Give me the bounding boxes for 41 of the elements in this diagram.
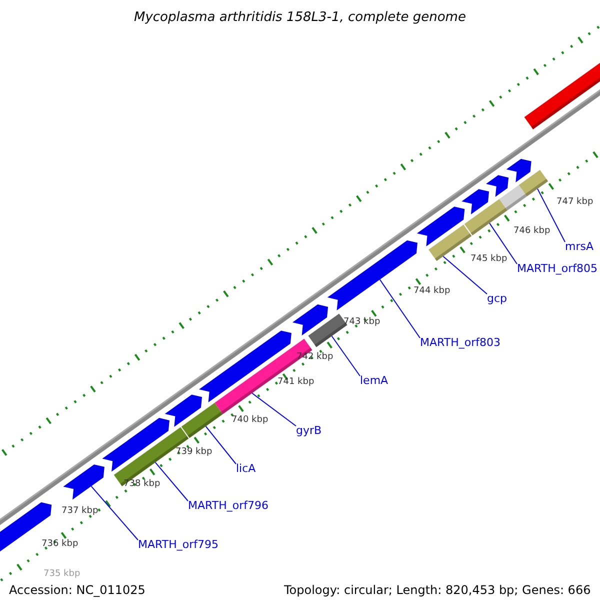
leader-line <box>90 486 138 540</box>
leader-line <box>252 392 296 426</box>
leader-line <box>489 222 518 264</box>
gene-name-label: gyrB <box>296 425 322 436</box>
scale-label: 738 kbp <box>124 480 160 489</box>
gene-block <box>102 418 170 472</box>
scale-label: 747 kbp <box>556 198 594 207</box>
leader-line <box>442 256 488 294</box>
scale-label: 744 kbp <box>414 287 450 296</box>
scale-label: 745 kbp <box>470 255 508 264</box>
scale-label: 739 kbp <box>176 448 212 457</box>
scale-label: 737 kbp <box>62 507 98 516</box>
scale-label: 741 kbp <box>278 378 314 387</box>
gene-name-label: MARTH_orf803 <box>420 337 500 348</box>
gene-block <box>506 158 532 182</box>
gene-name-label: MARTH_orf805 <box>517 263 598 274</box>
leader-line <box>379 279 420 338</box>
scale-label: 746 kbp <box>514 227 550 236</box>
scale-label: 736 kbp <box>42 540 78 549</box>
gene-name-label: lemA <box>360 375 388 386</box>
gene-block <box>292 304 328 336</box>
gene-block <box>63 464 104 500</box>
leader-line <box>537 188 566 242</box>
gene-block <box>499 185 527 210</box>
footer-text: Topology: circular; Length: 820,453 bp; Genes: 666 <box>284 584 591 596</box>
leader-line <box>331 336 360 376</box>
gene-block <box>462 189 490 214</box>
diagram-title: Mycoplasma arthritidis 158L3-1, complete genome <box>134 11 466 24</box>
gene-name-label: licA <box>236 463 256 474</box>
gene-block <box>416 206 465 246</box>
leader-line <box>205 426 236 464</box>
gene-block <box>164 394 202 427</box>
gene-name-label: mrsA <box>565 241 594 252</box>
scale-label: 740 kbp <box>232 416 268 425</box>
gene-name-label: MARTH_orf795 <box>138 539 218 550</box>
scale-label: 735 kbp <box>44 570 80 579</box>
gene-name-label: MARTH_orf796 <box>188 500 268 511</box>
footer-text: Accession: NC_011025 <box>9 584 146 596</box>
leader-line <box>154 462 188 502</box>
scale-label: 743 kbp <box>344 318 380 327</box>
gene-name-label: gcp <box>487 293 508 304</box>
